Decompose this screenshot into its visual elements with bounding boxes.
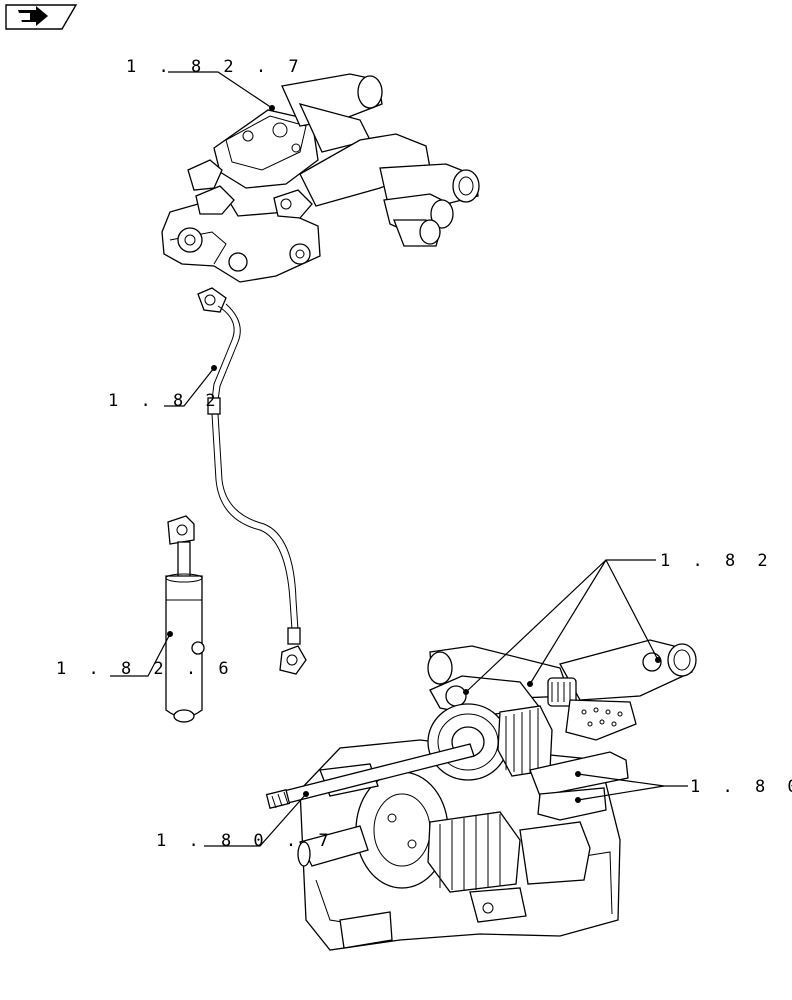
callout-lift-arms[interactable]: 1 . 8 2 . 8 — [660, 551, 792, 571]
leader-lines — [110, 71, 688, 847]
callout-transmission[interactable]: 1 . 8 0 . 1 — [690, 777, 792, 797]
callout-cylinder[interactable]: 1 . 8 2 . 6 — [56, 659, 235, 679]
lift-cylinder — [165, 515, 205, 723]
transmission-housing — [297, 703, 629, 951]
hydraulic-pipe — [197, 287, 307, 675]
pto-shaft — [265, 743, 475, 809]
callout-pipe[interactable]: 1 . 8 2 — [108, 391, 222, 411]
callout-valve-assembly[interactable]: 1 . 8 2 . 7 — [126, 57, 305, 77]
next-page-button[interactable] — [5, 4, 78, 30]
callout-shaft[interactable]: 1 . 8 0 . 7 — [156, 831, 335, 851]
valve-assembly — [161, 73, 480, 283]
next-page-arrow-icon — [16, 6, 48, 26]
